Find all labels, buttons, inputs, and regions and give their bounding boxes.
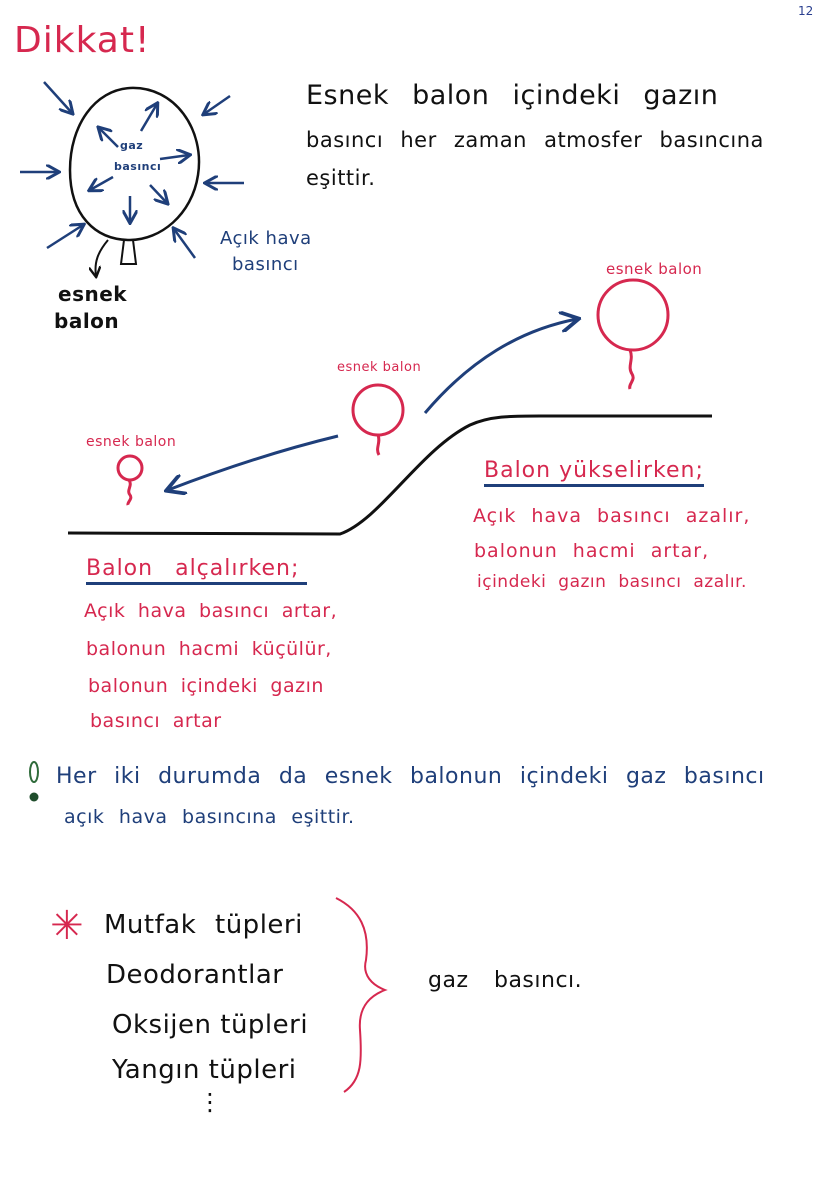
inner-arrows — [90, 104, 189, 222]
outer-arrows — [20, 81, 244, 259]
example-item-4: Yangın tüpleri — [112, 1055, 297, 1085]
rising-line-1: Açık hava basıncı azalır, — [473, 505, 751, 527]
example-item-1: Mutfak tüpleri — [104, 910, 303, 940]
example-item-3: Oksijen tüpleri — [112, 1010, 309, 1040]
note-line-1: Her iki durumda da esnek balonun içindek… — [56, 764, 765, 789]
intro-line-2: basıncı her zaman atmosfer basıncına — [306, 128, 764, 152]
asterisk-icon: ✳ — [50, 903, 84, 949]
examples-result: gaz basıncı. — [428, 968, 583, 993]
gas-pressure-label: gaz — [120, 139, 144, 152]
page-title: Dikkat! — [14, 20, 151, 61]
intro-line-1: Esnek balon içindeki gazın — [306, 80, 719, 111]
rising-arrow — [423, 319, 577, 414]
balloon-high-label: esnek balon — [606, 260, 703, 278]
elastic-balloon-label-2: balon — [54, 309, 120, 333]
balloon-mid — [351, 383, 405, 456]
intro-line-3: eşittir. — [306, 166, 376, 190]
balloon-low-label: esnek balon — [86, 434, 177, 450]
elastic-balloon-label: esnek — [58, 282, 128, 306]
exclamation-icon — [29, 761, 39, 802]
note-line-2: açık hava basıncına eşittir. — [64, 806, 355, 828]
balloon-outline — [68, 86, 201, 265]
label-pointer-arrow — [96, 239, 109, 276]
falling-line-2: balonun hacmi küçülür, — [86, 638, 332, 660]
page-number: 12 — [798, 4, 814, 18]
falling-line-4: basıncı artar — [90, 710, 222, 732]
example-item-2: Deodorantlar — [106, 960, 284, 990]
open-air-pressure-label: Açık hava — [220, 228, 312, 249]
balloon-mid-label: esnek balon — [337, 360, 422, 375]
balloon-high — [596, 278, 670, 390]
ground-slope-line — [67, 414, 712, 536]
examples-ellipsis: ⋮ — [198, 1088, 222, 1116]
rising-line-2: balonun hacmi artar, — [474, 540, 710, 562]
falling-heading: Balon alçalırken; — [86, 556, 308, 585]
falling-line-1: Açık hava basıncı artar, — [84, 600, 338, 622]
falling-line-3: balonun içindeki gazın — [88, 675, 324, 697]
rising-heading: Balon yükselirken; — [484, 458, 704, 487]
open-air-pressure-label-2: basıncı — [232, 254, 299, 275]
gas-pressure-label-2: basıncı — [114, 160, 162, 173]
examples-brace — [335, 897, 388, 1093]
balloon-low — [116, 454, 144, 506]
falling-arrow — [168, 434, 339, 490]
rising-line-3: içindeki gazın basıncı azalır. — [477, 572, 747, 592]
